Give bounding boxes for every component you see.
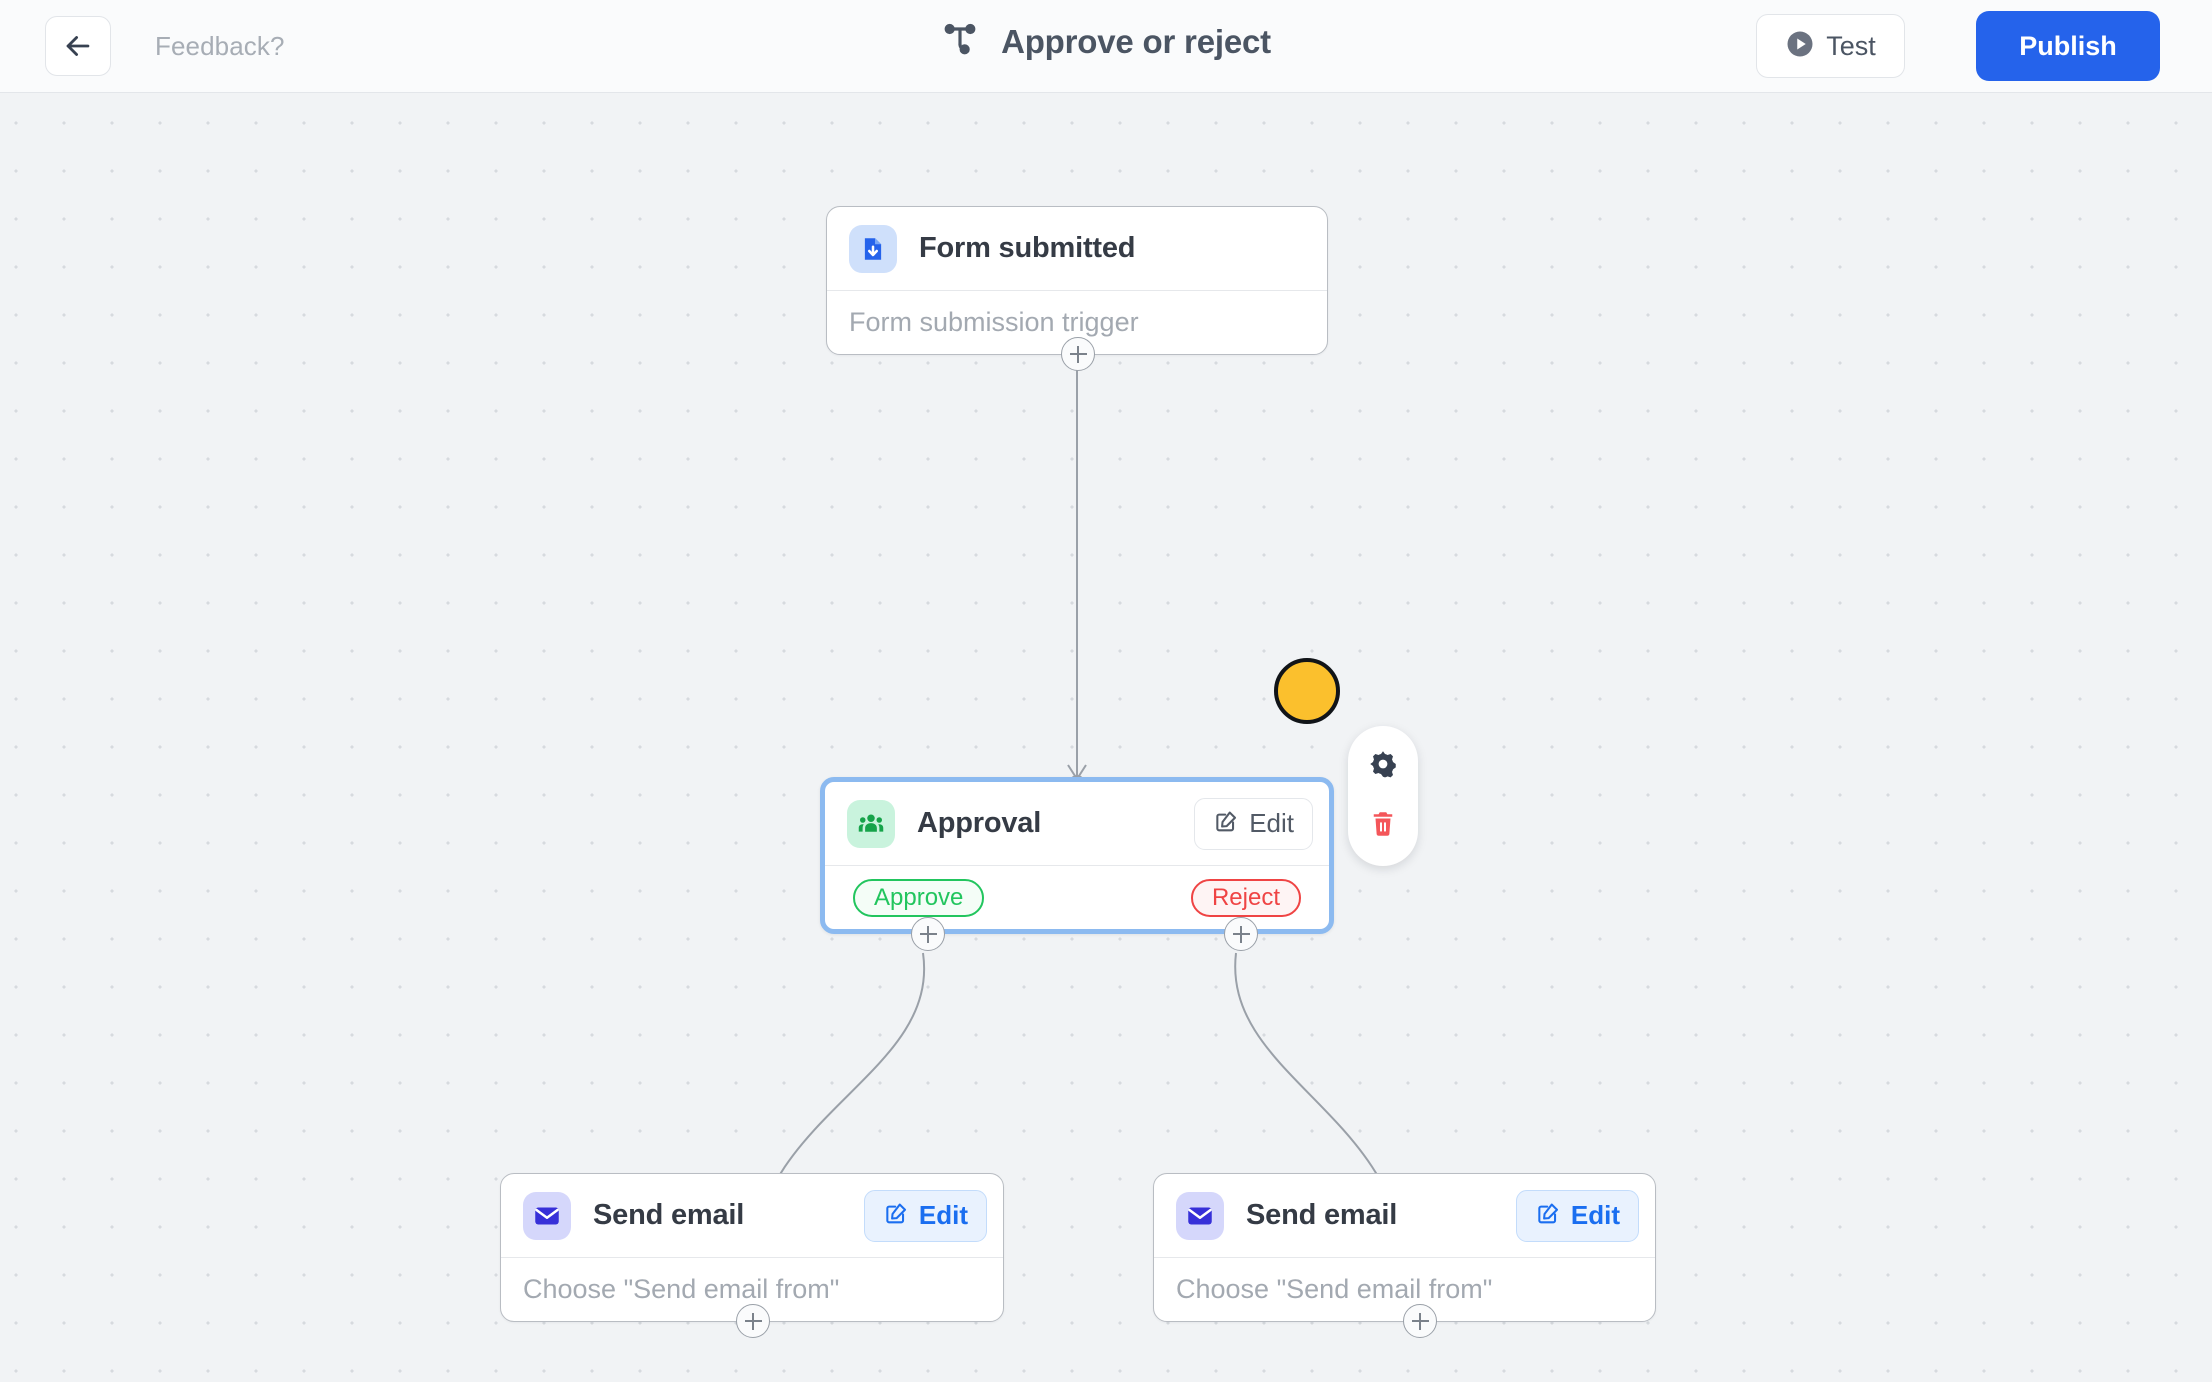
branch-badge-reject[interactable]: Reject bbox=[1190, 878, 1301, 917]
node-delete-button[interactable] bbox=[1360, 803, 1406, 849]
pencil-square-icon bbox=[1535, 1200, 1561, 1231]
workflow-canvas[interactable]: Form submitted Form submission trigger A… bbox=[0, 93, 2212, 1382]
node-title: Form submitted bbox=[919, 232, 1136, 264]
node-title: Send email bbox=[593, 1199, 745, 1231]
node-subtitle: Form submission trigger bbox=[849, 307, 1139, 337]
edit-button-approval[interactable]: Edit bbox=[1194, 797, 1313, 850]
node-header: Form submitted bbox=[827, 207, 1327, 291]
node-header: Send email Edit bbox=[501, 1174, 1003, 1258]
add-step-handle-reject[interactable] bbox=[1224, 917, 1258, 951]
node-body: Form submission trigger bbox=[827, 291, 1327, 354]
workflow-title-group: Approve or reject bbox=[0, 19, 2212, 64]
node-title: Send email bbox=[1246, 1199, 1398, 1231]
node-action-toolbar[interactable] bbox=[1348, 726, 1418, 866]
page-title: Approve or reject bbox=[1001, 22, 1271, 60]
envelope-icon bbox=[1176, 1191, 1224, 1240]
add-step-handle-trigger[interactable] bbox=[1061, 337, 1095, 371]
app-header: Feedback? Approve or reject Test Publish bbox=[0, 0, 2212, 93]
node-body: Choose "Send email from" bbox=[501, 1258, 1003, 1321]
document-download-icon bbox=[849, 224, 897, 273]
publish-button[interactable]: Publish bbox=[1976, 11, 2160, 81]
edit-button-label: Edit bbox=[918, 1200, 968, 1230]
feedback-link[interactable]: Feedback? bbox=[155, 31, 285, 61]
branch-badge-approve[interactable]: Approve bbox=[853, 878, 985, 917]
node-settings-button[interactable] bbox=[1360, 743, 1406, 789]
add-step-handle-email-right[interactable] bbox=[1403, 1304, 1437, 1338]
publish-button-label: Publish bbox=[2019, 30, 2117, 61]
users-group-icon bbox=[847, 799, 895, 848]
node-form-submitted[interactable]: Form submitted Form submission trigger bbox=[826, 206, 1328, 371]
edit-button-send-email-left[interactable]: Edit bbox=[863, 1189, 987, 1242]
trash-icon bbox=[1368, 809, 1398, 844]
node-approval[interactable]: Approval Edit Approve Reject bbox=[820, 777, 1334, 951]
pencil-square-icon bbox=[883, 1200, 909, 1231]
back-button[interactable] bbox=[45, 16, 111, 76]
workflow-graph-icon bbox=[941, 19, 981, 64]
test-button[interactable]: Test bbox=[1756, 14, 1905, 78]
branch-row: Approve Reject bbox=[825, 866, 1329, 929]
envelope-icon bbox=[523, 1191, 571, 1240]
node-send-email-right[interactable]: Send email Edit Choose "Send email from" bbox=[1153, 1173, 1656, 1338]
add-step-handle-email-left[interactable] bbox=[736, 1304, 770, 1338]
gear-icon bbox=[1368, 749, 1398, 784]
pencil-square-icon bbox=[1213, 808, 1239, 839]
edit-button-label: Edit bbox=[1570, 1200, 1620, 1230]
node-title: Approval bbox=[917, 807, 1042, 839]
test-button-label: Test bbox=[1826, 30, 1876, 61]
add-step-handle-approve[interactable] bbox=[911, 917, 945, 951]
node-header: Send email Edit bbox=[1154, 1174, 1655, 1258]
node-header: Approval Edit bbox=[825, 782, 1329, 866]
node-body: Choose "Send email from" bbox=[1154, 1258, 1655, 1321]
play-circle-icon bbox=[1785, 29, 1815, 64]
node-send-email-left[interactable]: Send email Edit Choose "Send email from" bbox=[500, 1173, 1004, 1338]
node-subtitle: Choose "Send email from" bbox=[523, 1274, 840, 1304]
node-subtitle: Choose "Send email from" bbox=[1176, 1274, 1493, 1304]
edit-button-send-email-right[interactable]: Edit bbox=[1515, 1189, 1639, 1242]
edit-button-label: Edit bbox=[1249, 808, 1294, 838]
arrow-left-icon bbox=[61, 29, 95, 63]
